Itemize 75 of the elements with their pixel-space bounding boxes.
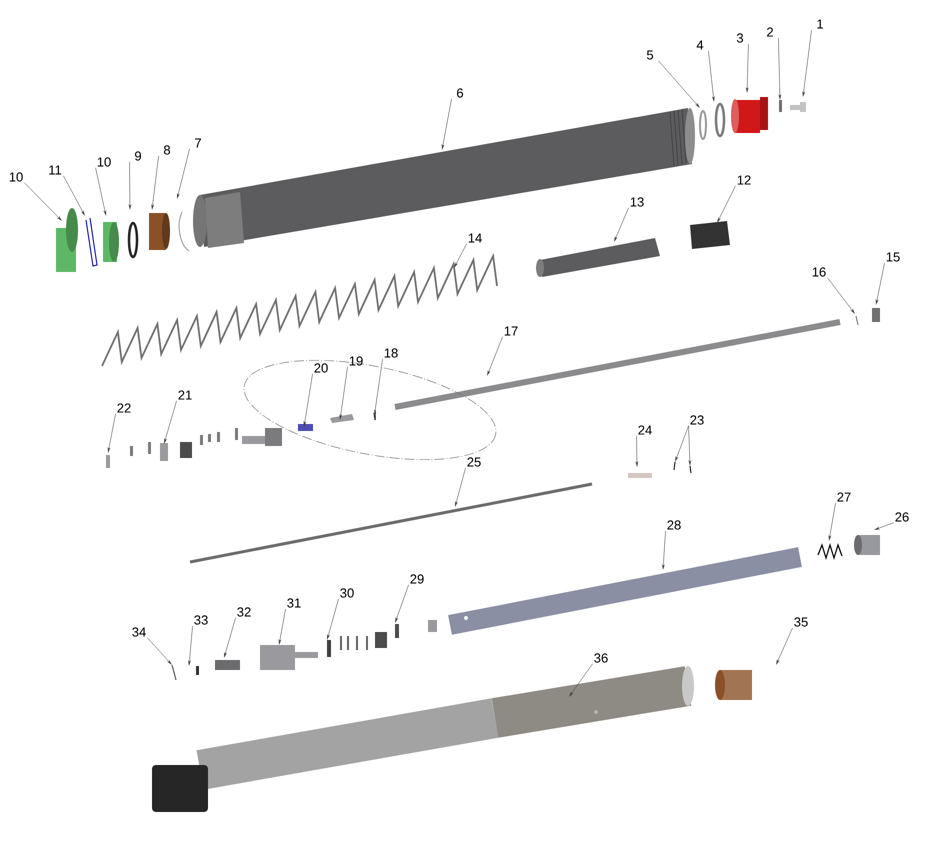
leader-line [128,162,132,210]
leader-line [658,60,700,108]
leader-line [442,98,452,150]
callout-number: 1 [817,20,823,28]
callout-number: 14 [468,234,482,242]
leader-line [395,584,409,622]
callout-number: 11 [49,166,62,174]
callout-number: 28 [667,520,681,530]
callout-number: 10 [98,157,111,167]
leader-line [827,278,855,314]
callout-number: 16 [812,267,826,277]
leader-line [778,38,782,100]
leader-line [278,608,286,644]
leader-line [374,358,383,418]
leader-line [675,426,689,462]
leader-line [614,208,629,242]
leader-line [688,426,692,466]
callout-number: 15 [886,252,900,262]
leader-line [717,186,736,222]
callout-number: 36 [594,653,608,663]
callout-number: 7 [195,138,201,148]
leader-line [177,148,190,198]
callout-number: 30 [340,588,354,598]
leader-line [339,366,348,420]
leader-line [636,436,638,466]
callout-number: 5 [646,50,654,60]
callout-number: 31 [287,598,301,608]
leader-line [24,182,62,221]
callout-number: 32 [237,607,251,617]
leader-line [874,522,894,530]
callout-number: 33 [194,615,208,625]
callout-number: 13 [630,197,644,207]
callout-number: 8 [164,145,170,155]
callout-number: 4 [696,40,704,50]
leader-line [776,628,793,664]
leader-line [108,414,116,452]
leader-line [327,598,339,640]
callout-number: 26 [895,512,909,522]
callout-number: 2 [767,27,773,37]
leader-line [95,168,106,216]
callout-number: 20 [314,363,328,373]
callout-number: 19 [350,356,363,366]
leader-line [487,336,503,376]
leader-line [569,664,593,696]
leader-line [662,530,666,570]
leader-line [188,626,193,666]
callout-number: 21 [178,390,192,400]
leader-line [147,638,172,664]
leader-line [151,156,159,210]
leader-line [454,244,467,268]
leader-line [828,502,836,540]
callout-number: 12 [738,175,751,185]
callout-number: 35 [794,617,808,627]
leader-line [164,400,177,444]
callout-number: 25 [467,457,481,467]
callout-number: 23 [690,415,704,425]
leader-line [708,50,715,102]
callout-number: 22 [117,403,131,413]
leader-line [63,176,85,216]
callout-number: 27 [837,492,851,502]
callout-number: 34 [132,627,146,637]
callout-number: 6 [457,88,464,98]
leader-line [224,618,236,658]
leader-line [455,468,466,506]
leader-line [746,44,749,92]
callout-number: 10 [10,172,23,182]
leader-line [802,30,812,96]
leader-line [304,374,313,426]
callout-number: 17 [504,326,518,336]
callout-number: 18 [384,348,398,358]
leader-line [876,262,885,304]
callout-number: 9 [135,151,141,161]
callout-number: 24 [638,425,652,435]
callout-number: 3 [736,33,744,43]
callout-number: 29 [410,574,424,584]
